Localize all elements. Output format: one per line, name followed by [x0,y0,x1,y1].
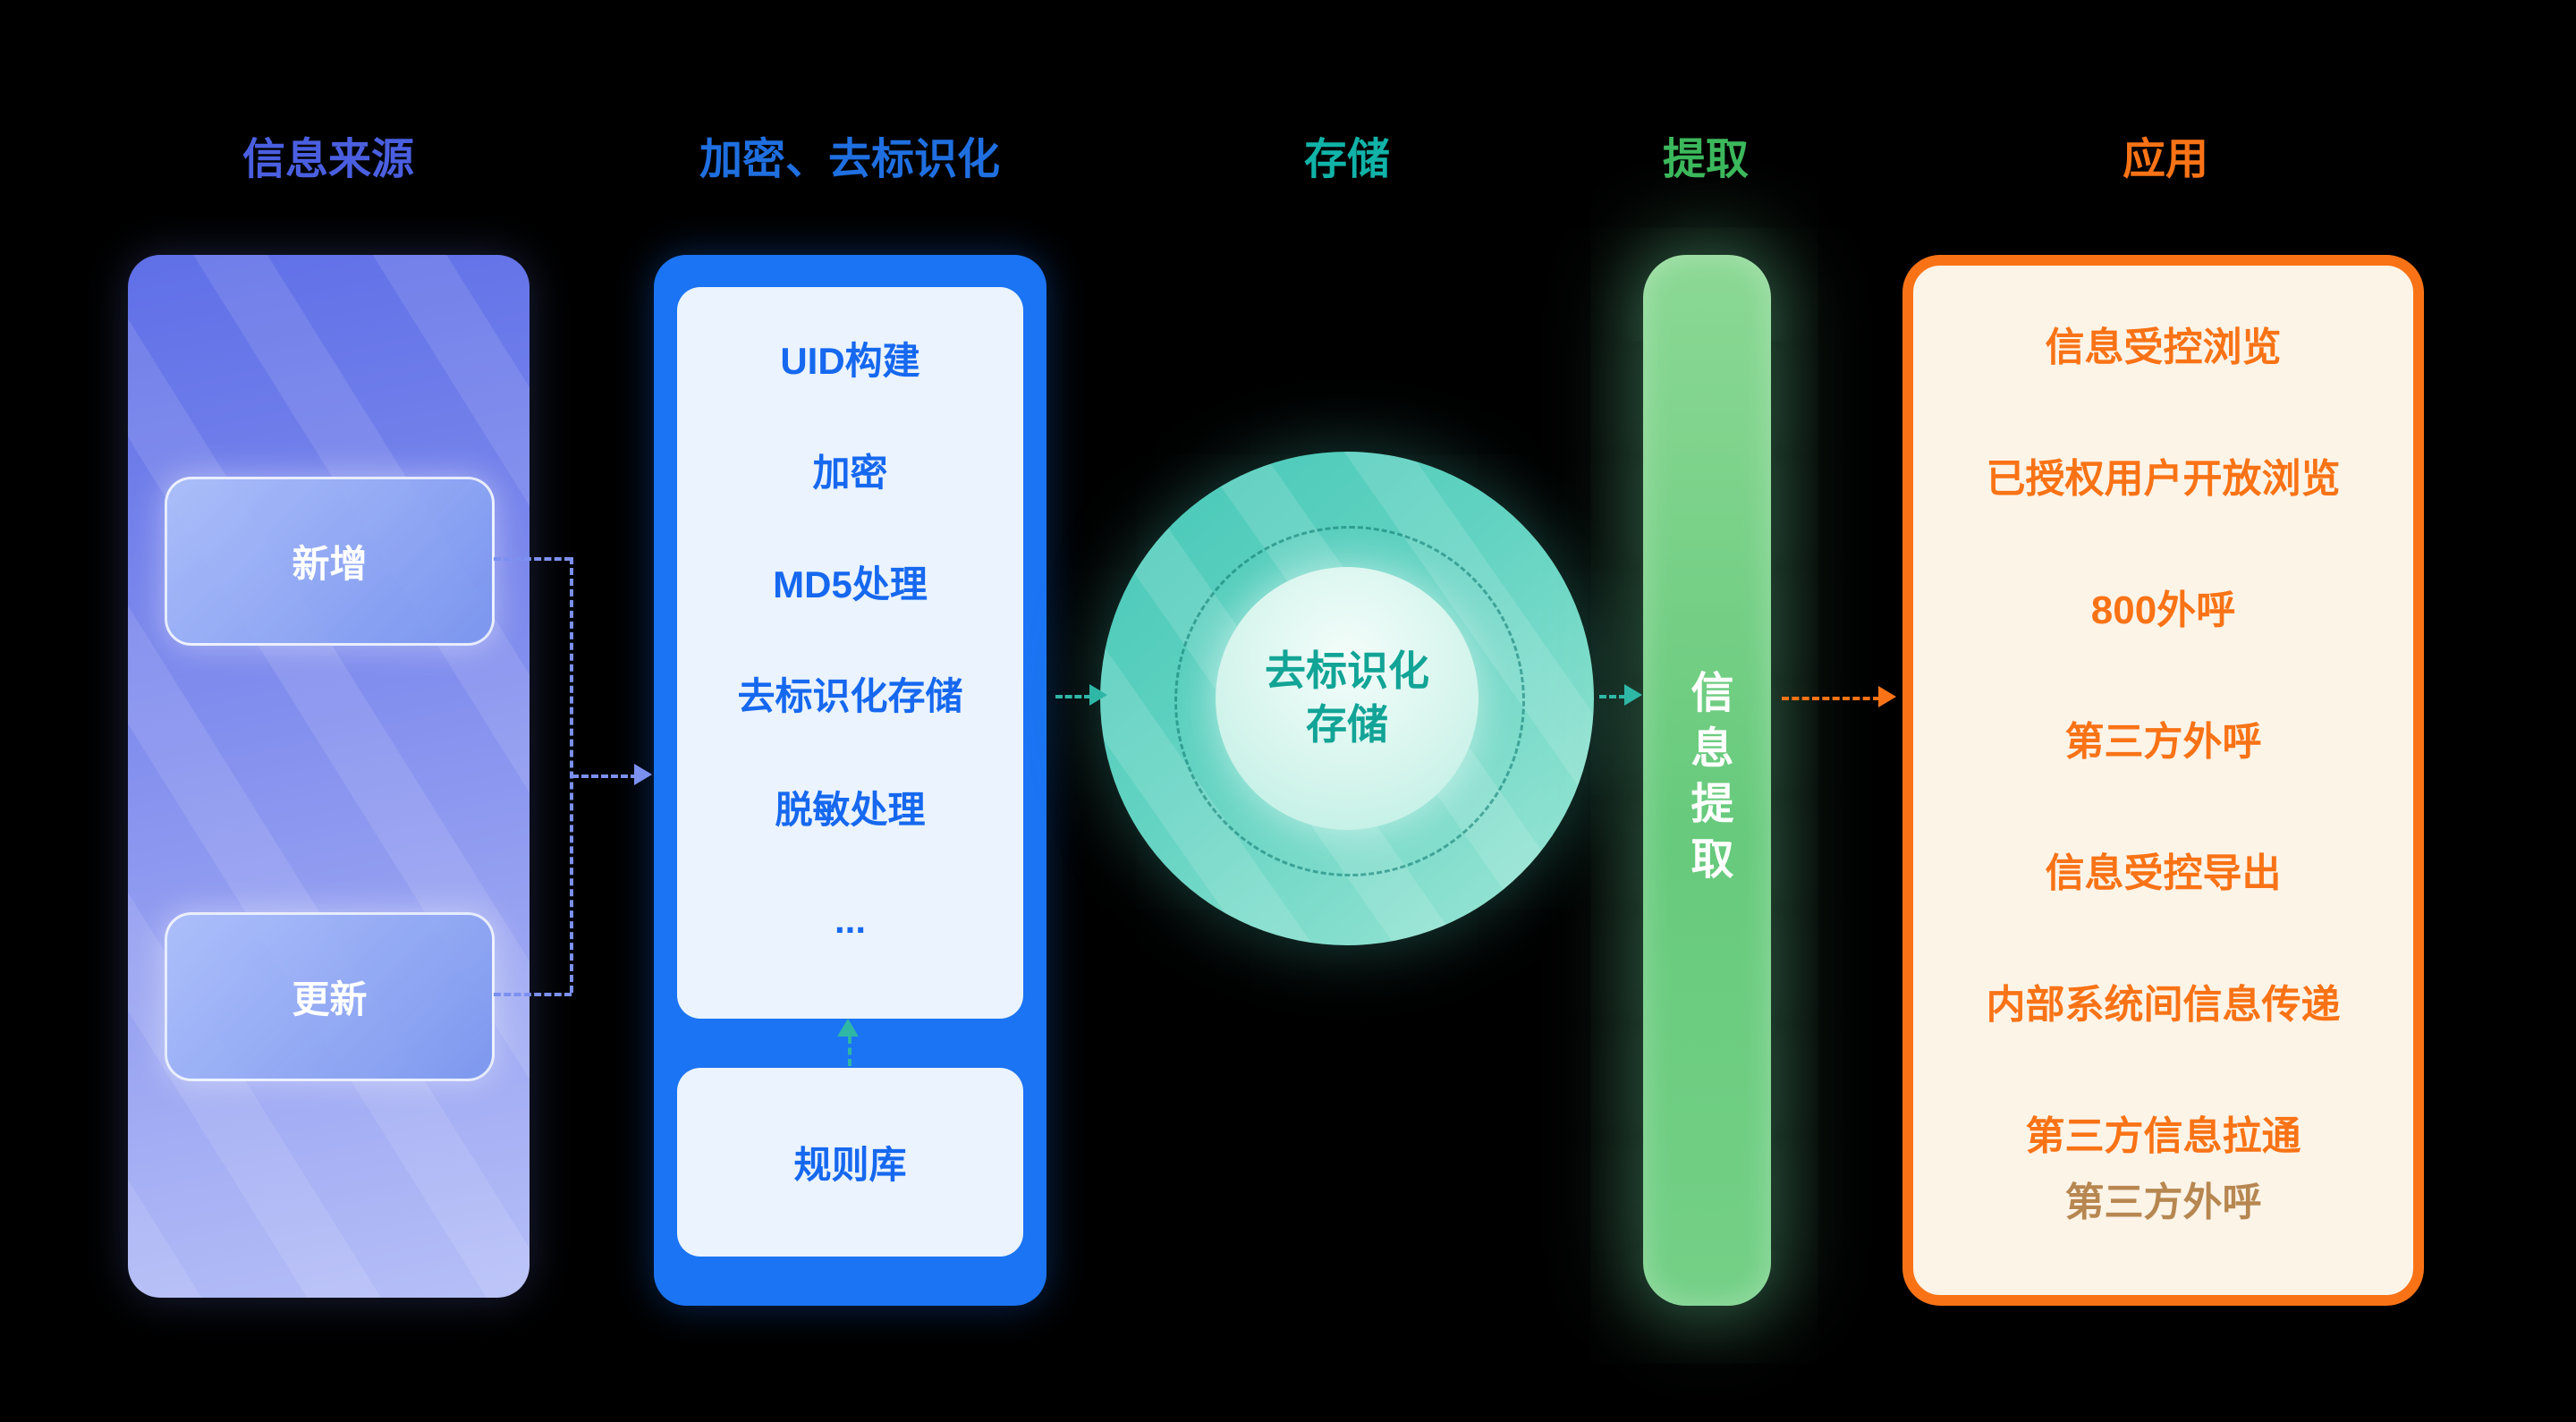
source-item-add: 新增 [165,477,495,646]
arrow-up-icon [837,1019,859,1037]
connector-rule-to-steps [848,1037,852,1066]
application-item: 第三方信息拉通 [2025,1114,2301,1158]
application-item: 800外呼 [2090,588,2236,632]
storage-label-line1: 去标识化 [1265,648,1429,695]
connector-storage-to-extraction [1599,695,1626,698]
encryption-step: 脱敏处理 [775,789,926,831]
application-item-faded: 第三方外呼 [2064,1181,2262,1224]
application-item: 信息受控浏览 [2045,326,2282,369]
arrow-right-icon [634,764,652,785]
storage-label-line2: 存储 [1306,701,1388,748]
source-item-add-label: 新增 [292,543,368,585]
arrow-right-icon [1878,686,1896,707]
encryption-step: 加密 [812,452,888,494]
rule-library-label: 规则库 [793,1144,907,1186]
stage-label-encryption: 加密、去标识化 [699,136,1001,183]
encryption-panel: UID构建 加密 MD5处理 去标识化存储 脱敏处理 ... 规则库 [654,255,1046,1306]
encryption-step-list: UID构建 加密 MD5处理 去标识化存储 脱敏处理 ... [677,287,1023,1019]
application-item: 第三方外呼 [2064,720,2262,764]
application-item: 信息受控导出 [2045,851,2282,895]
source-panel: 新增 更新 [128,255,530,1298]
application-panel: 信息受控浏览 已授权用户开放浏览 800外呼 第三方外呼 信息受控导出 内部系统… [1902,255,2424,1306]
arrow-right-icon [1089,684,1107,706]
stage-label-application: 应用 [2122,136,2209,183]
connector-extraction-to-application [1782,697,1880,700]
application-item: 内部系统间信息传递 [1986,983,2341,1027]
storage-circle: 去标识化 存储 [1100,452,1594,945]
extraction-bar: 信息提取 [1643,255,1771,1306]
connector-update-line [494,993,572,996]
application-item: 已授权用户开放浏览 [1986,457,2341,501]
connector-encryption-to-storage [1055,695,1091,698]
encryption-step: MD5处理 [773,563,928,605]
arrow-right-icon [1624,684,1642,706]
encryption-step: UID构建 [780,340,920,382]
stage-label-storage: 存储 [1303,136,1391,183]
encryption-step: ... [834,899,866,941]
connector-to-encryption-line [572,774,638,778]
source-item-update-label: 更新 [292,978,368,1020]
storage-core: 去标识化 存储 [1216,567,1479,830]
stage-label-source: 信息来源 [242,136,415,183]
encryption-step: 去标识化存储 [737,675,963,717]
extraction-label: 信息提取 [1683,669,1732,892]
storage-dashed-ring [1174,526,1525,876]
rule-library-box: 规则库 [677,1068,1023,1257]
stage-label-extraction: 提取 [1662,136,1750,183]
source-item-update: 更新 [165,912,495,1081]
connector-add-line [494,557,572,561]
